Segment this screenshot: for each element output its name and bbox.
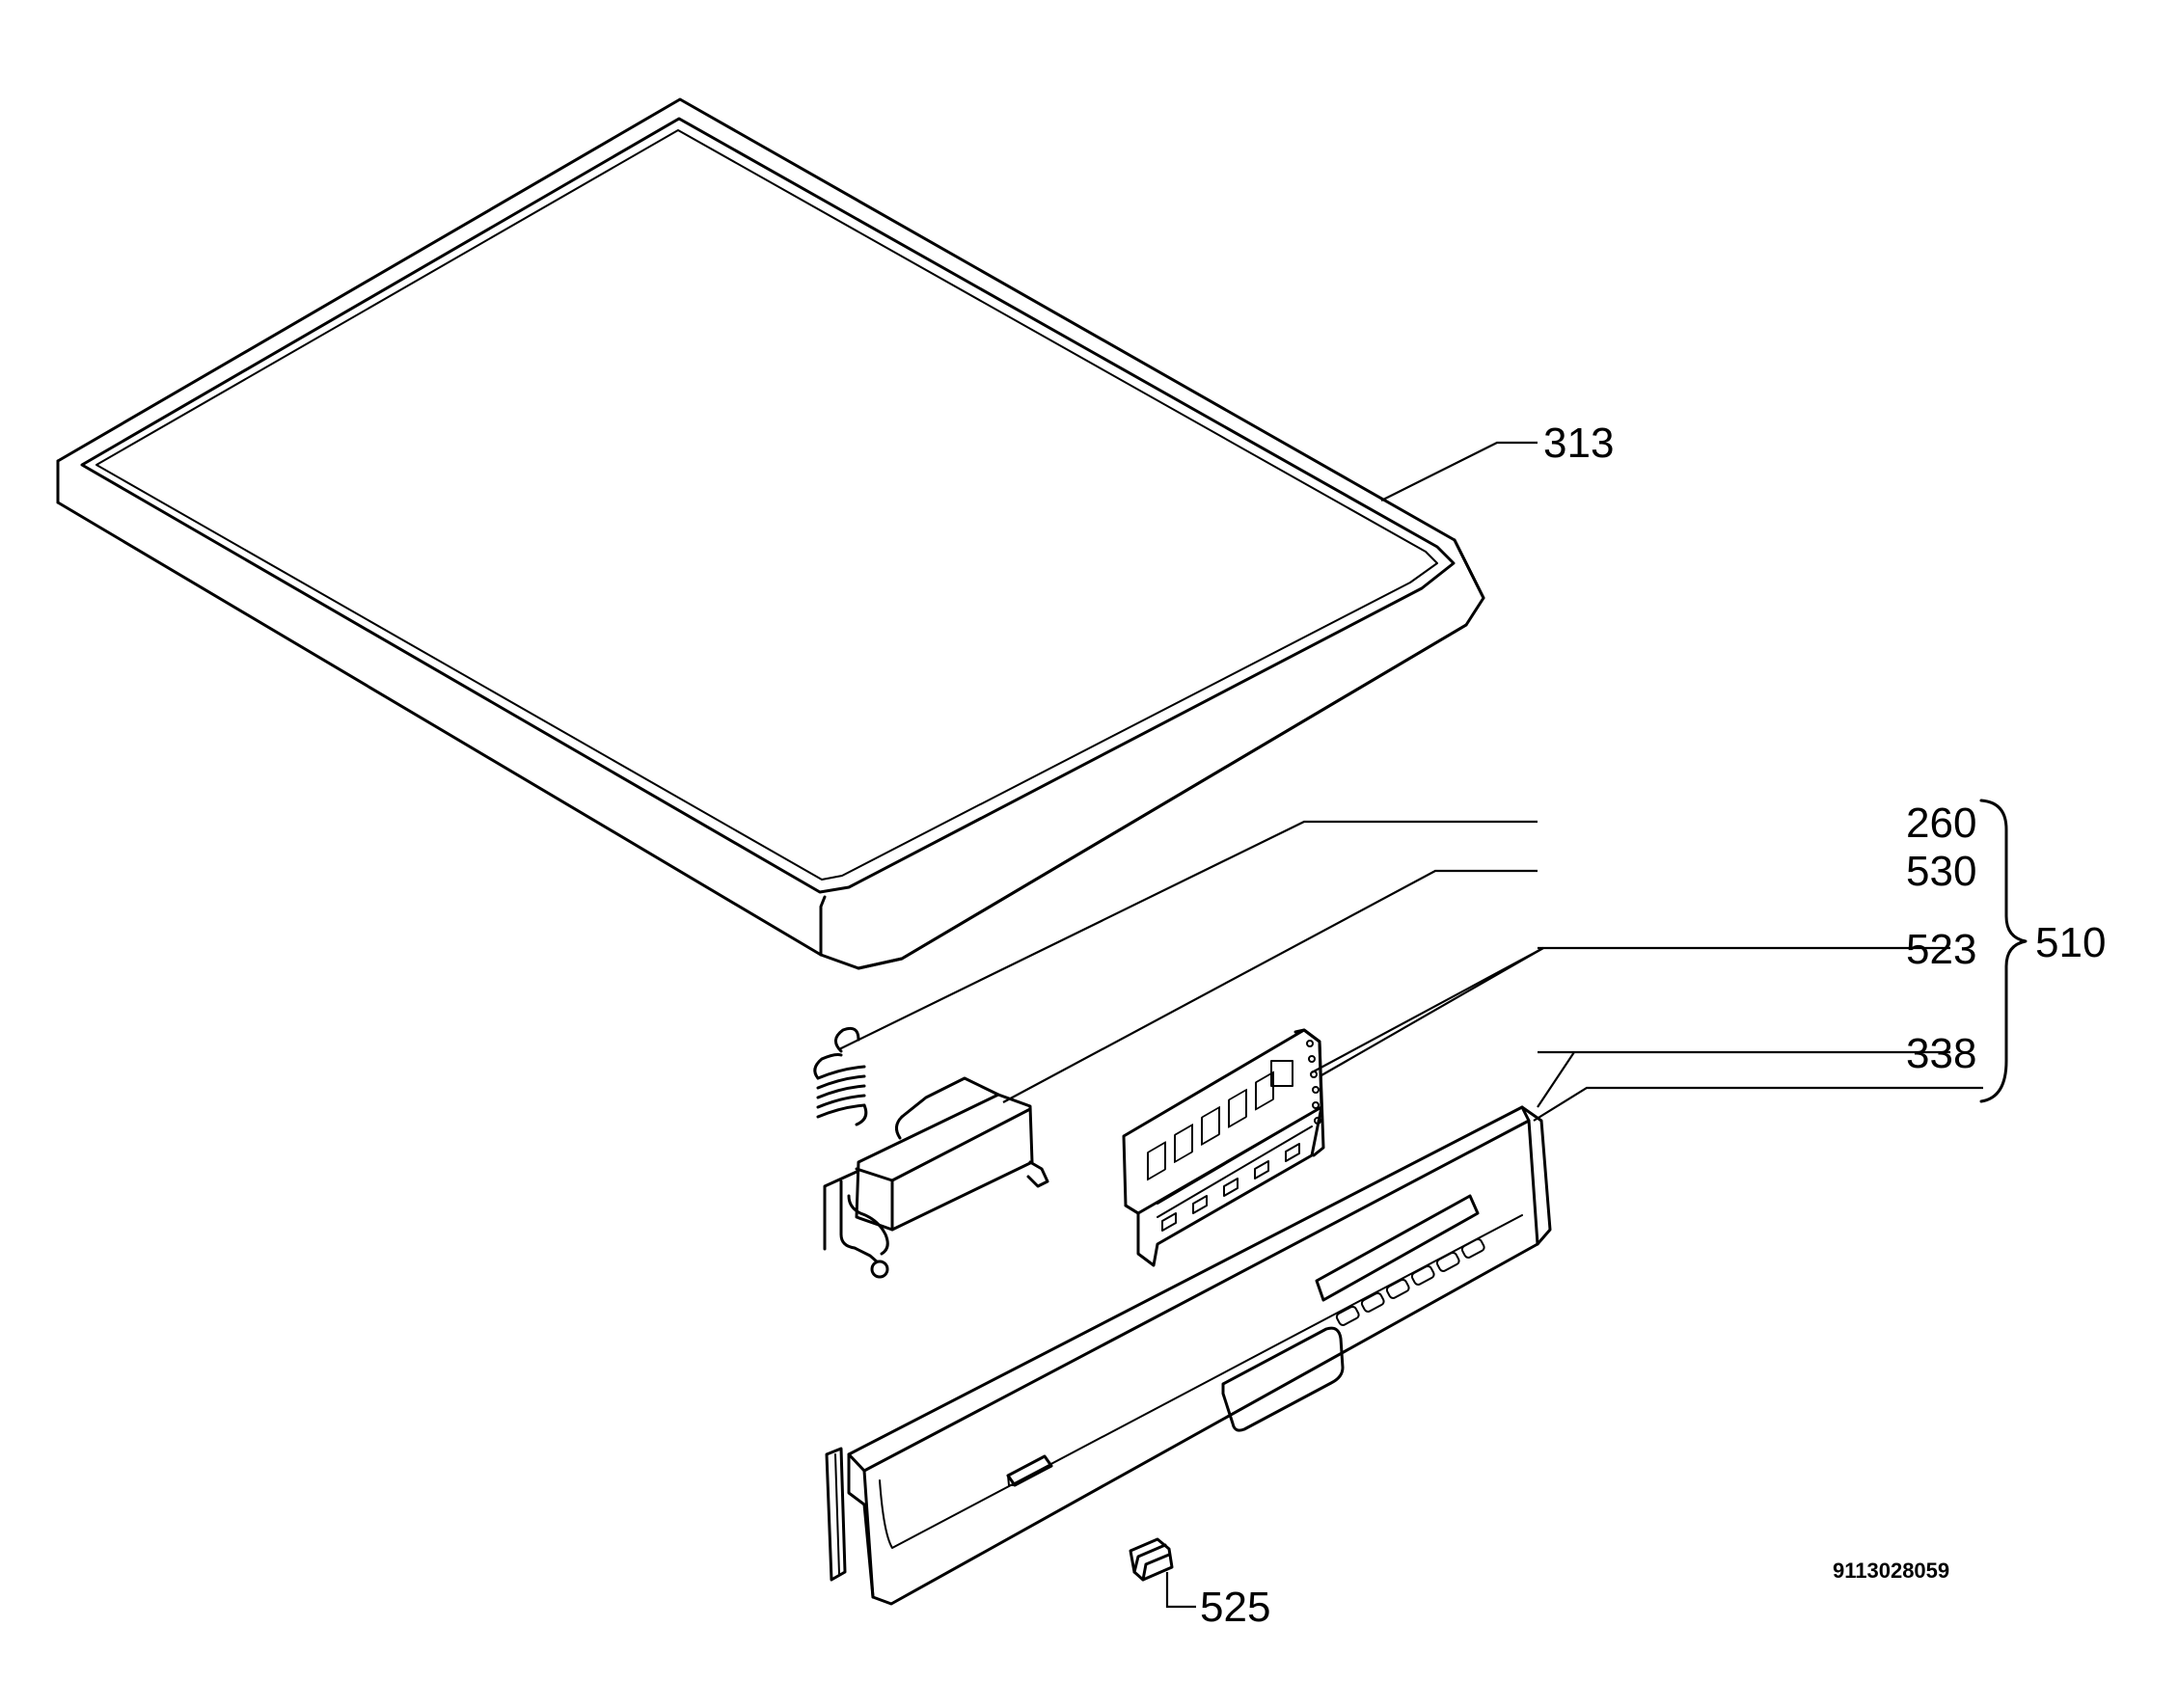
leader-lines — [838, 441, 1983, 1609]
group-brace — [1979, 799, 2028, 1103]
hinge-part — [823, 1076, 1049, 1279]
lid-part — [56, 97, 1485, 970]
label-260: 260 — [1906, 800, 1976, 847]
knob-part — [1129, 1537, 1174, 1582]
label-510: 510 — [2035, 919, 2106, 966]
spring-part — [813, 1026, 868, 1126]
drawing-code: 9113028059 — [1833, 1559, 1949, 1583]
control-panel-part — [825, 1105, 1552, 1606]
label-313: 313 — [1543, 420, 1614, 467]
label-338: 338 — [1906, 1030, 1976, 1077]
pcb-part — [1122, 1028, 1325, 1267]
label-525: 525 — [1200, 1584, 1270, 1631]
label-530: 530 — [1906, 848, 1976, 895]
label-523: 523 — [1906, 926, 1976, 973]
